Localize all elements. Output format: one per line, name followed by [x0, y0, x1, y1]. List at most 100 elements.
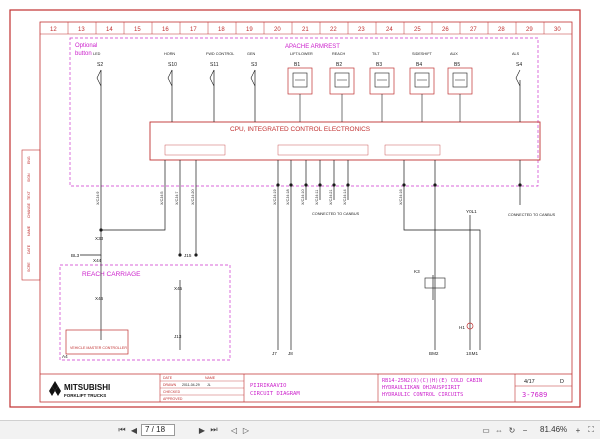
- connector-label: X/CJ4:14: [343, 189, 347, 205]
- switch-caption: LIFT/LOWER: [290, 52, 313, 56]
- component-label: X33: [95, 236, 104, 241]
- switch-caption: GEN: [247, 52, 255, 56]
- optional-label-1: Optional: [75, 43, 97, 49]
- switch-caption: TILT: [372, 52, 380, 56]
- joystick-sensor-box: [287, 67, 313, 95]
- component-label: A4: [62, 354, 68, 359]
- switch-caption: LED: [93, 52, 101, 56]
- junction-dot: [318, 183, 322, 187]
- switch-symbol: [250, 69, 256, 87]
- column-number: 13: [78, 27, 85, 33]
- fullscreen-icon[interactable]: ⛶: [588, 425, 594, 434]
- connector-label: X/CJ4:7: [175, 191, 179, 205]
- switch-caption: AUX: [450, 52, 458, 56]
- canbus-note-2: CONNECTED TO CANBUS: [508, 213, 556, 217]
- cpu-subblock-3: [384, 144, 441, 156]
- desc-line-3: HYDRAULIC CONTROL CIRCUITS: [382, 392, 463, 398]
- switch-caption: FWD CONTROL: [206, 52, 234, 56]
- cpu-subblock-1: [164, 144, 226, 156]
- zoom-level[interactable]: 81.46%: [540, 425, 568, 434]
- sensor-symbol: [292, 72, 308, 88]
- approved-label: APPROVED: [163, 397, 183, 401]
- switch-caption: HORN: [164, 52, 175, 56]
- side-label: TEXT: [27, 190, 31, 200]
- zoom-out-icon[interactable]: −: [522, 425, 528, 435]
- drawing-number: 3-7689: [522, 391, 547, 399]
- wire-h: [403, 160, 481, 350]
- next-page-icon[interactable]: ▶: [198, 425, 206, 435]
- date-label: DATE: [163, 376, 173, 380]
- column-number: 24: [386, 27, 393, 33]
- switch-caption: REACH: [332, 52, 346, 56]
- component-label: K3: [414, 269, 420, 274]
- column-number: 19: [246, 27, 253, 33]
- junction-dot: [178, 253, 182, 257]
- side-label: SIGN: [27, 173, 31, 182]
- side-label: CHANGE: [27, 202, 31, 218]
- junction-dot: [276, 183, 280, 187]
- vehicle-controller-box: [65, 329, 129, 355]
- junction-dot: [194, 253, 198, 257]
- rewind-icon[interactable]: ◁: [230, 425, 238, 435]
- revision-letter: D: [560, 379, 564, 385]
- junction-dot: [332, 183, 336, 187]
- prev-page-icon[interactable]: ◀: [130, 425, 138, 435]
- column-number: 27: [470, 27, 477, 33]
- fit-width-icon[interactable]: ⇔: [495, 425, 503, 435]
- sheet-frame: [9, 9, 581, 408]
- switch-symbol: [96, 69, 102, 87]
- junction-dot: [346, 183, 350, 187]
- page-number-input[interactable]: 7 / 18: [141, 424, 175, 436]
- junction-dot: [304, 183, 308, 187]
- column-number: 16: [162, 27, 169, 33]
- drawn-label: DRAWN: [163, 383, 177, 387]
- cpu-subblock-2: [277, 144, 369, 156]
- side-label: ENG: [27, 156, 31, 164]
- rotate-icon[interactable]: ↻: [508, 425, 516, 435]
- last-page-icon[interactable]: ⏭: [210, 425, 218, 434]
- column-number: 21: [302, 27, 309, 33]
- connector-label: X/CJ4:11: [315, 190, 319, 205]
- drawing-area-frame: [39, 21, 573, 403]
- cpu-block: [149, 121, 541, 161]
- name-label: NAME: [205, 376, 216, 380]
- component-label: X44: [93, 258, 102, 263]
- switch-label: B5: [454, 62, 460, 68]
- component-label: J7: [272, 351, 277, 356]
- junction-dot: [402, 183, 406, 187]
- component-label: X46: [95, 296, 104, 301]
- first-page-icon[interactable]: ⏮: [118, 425, 126, 434]
- zoom-in-icon[interactable]: +: [575, 425, 581, 435]
- checked-label: CHECKED: [163, 390, 181, 394]
- column-number: 22: [330, 27, 337, 33]
- joystick-sensor-box: [447, 67, 473, 95]
- junction-dot: [289, 183, 293, 187]
- wire-a: [101, 160, 166, 231]
- wires: [80, 70, 521, 350]
- date-value: 2011-04-29: [182, 383, 200, 387]
- sheet-number: 4/17: [524, 379, 535, 385]
- switch-symbol: [515, 69, 521, 87]
- desc-line-2: HYDRAULIIKAN OHJAUSPIIRIT: [382, 385, 460, 391]
- column-number: 28: [498, 27, 505, 33]
- switch-symbol: [209, 69, 215, 87]
- reach-carriage-label: REACH CARRIAGE: [82, 271, 141, 278]
- forward-icon[interactable]: ▷: [242, 425, 250, 435]
- connector-label: X/CJ4:19: [273, 189, 277, 205]
- fit-page-icon[interactable]: ▭: [482, 425, 490, 435]
- cpu-label: CPU, INTEGRATED CONTROL ELECTRONICS: [230, 126, 371, 133]
- title-block: MITSUBISHI FORKLIFT TRUCKS DATE NAME DRA…: [40, 373, 572, 402]
- joystick-sensor-box: [409, 67, 435, 95]
- horn-h1-symbol: [466, 322, 474, 330]
- column-number: 23: [358, 27, 365, 33]
- viewer-toolbar: ⏮ ◀ 7 / 18 ▶ ⏭ ◁ ▷ ▭ ⇔ ↻ − 81.46% + ⛶: [0, 420, 600, 439]
- junction-dot: [433, 183, 437, 187]
- column-number: 14: [106, 27, 113, 33]
- junction-dots: [99, 183, 522, 257]
- switch-caption: SIDESHIFT: [412, 52, 433, 56]
- component-label: Y0L1: [466, 209, 477, 214]
- component-label: J15: [184, 253, 192, 258]
- title-en: CIRCUIT DIAGRAM: [250, 391, 300, 397]
